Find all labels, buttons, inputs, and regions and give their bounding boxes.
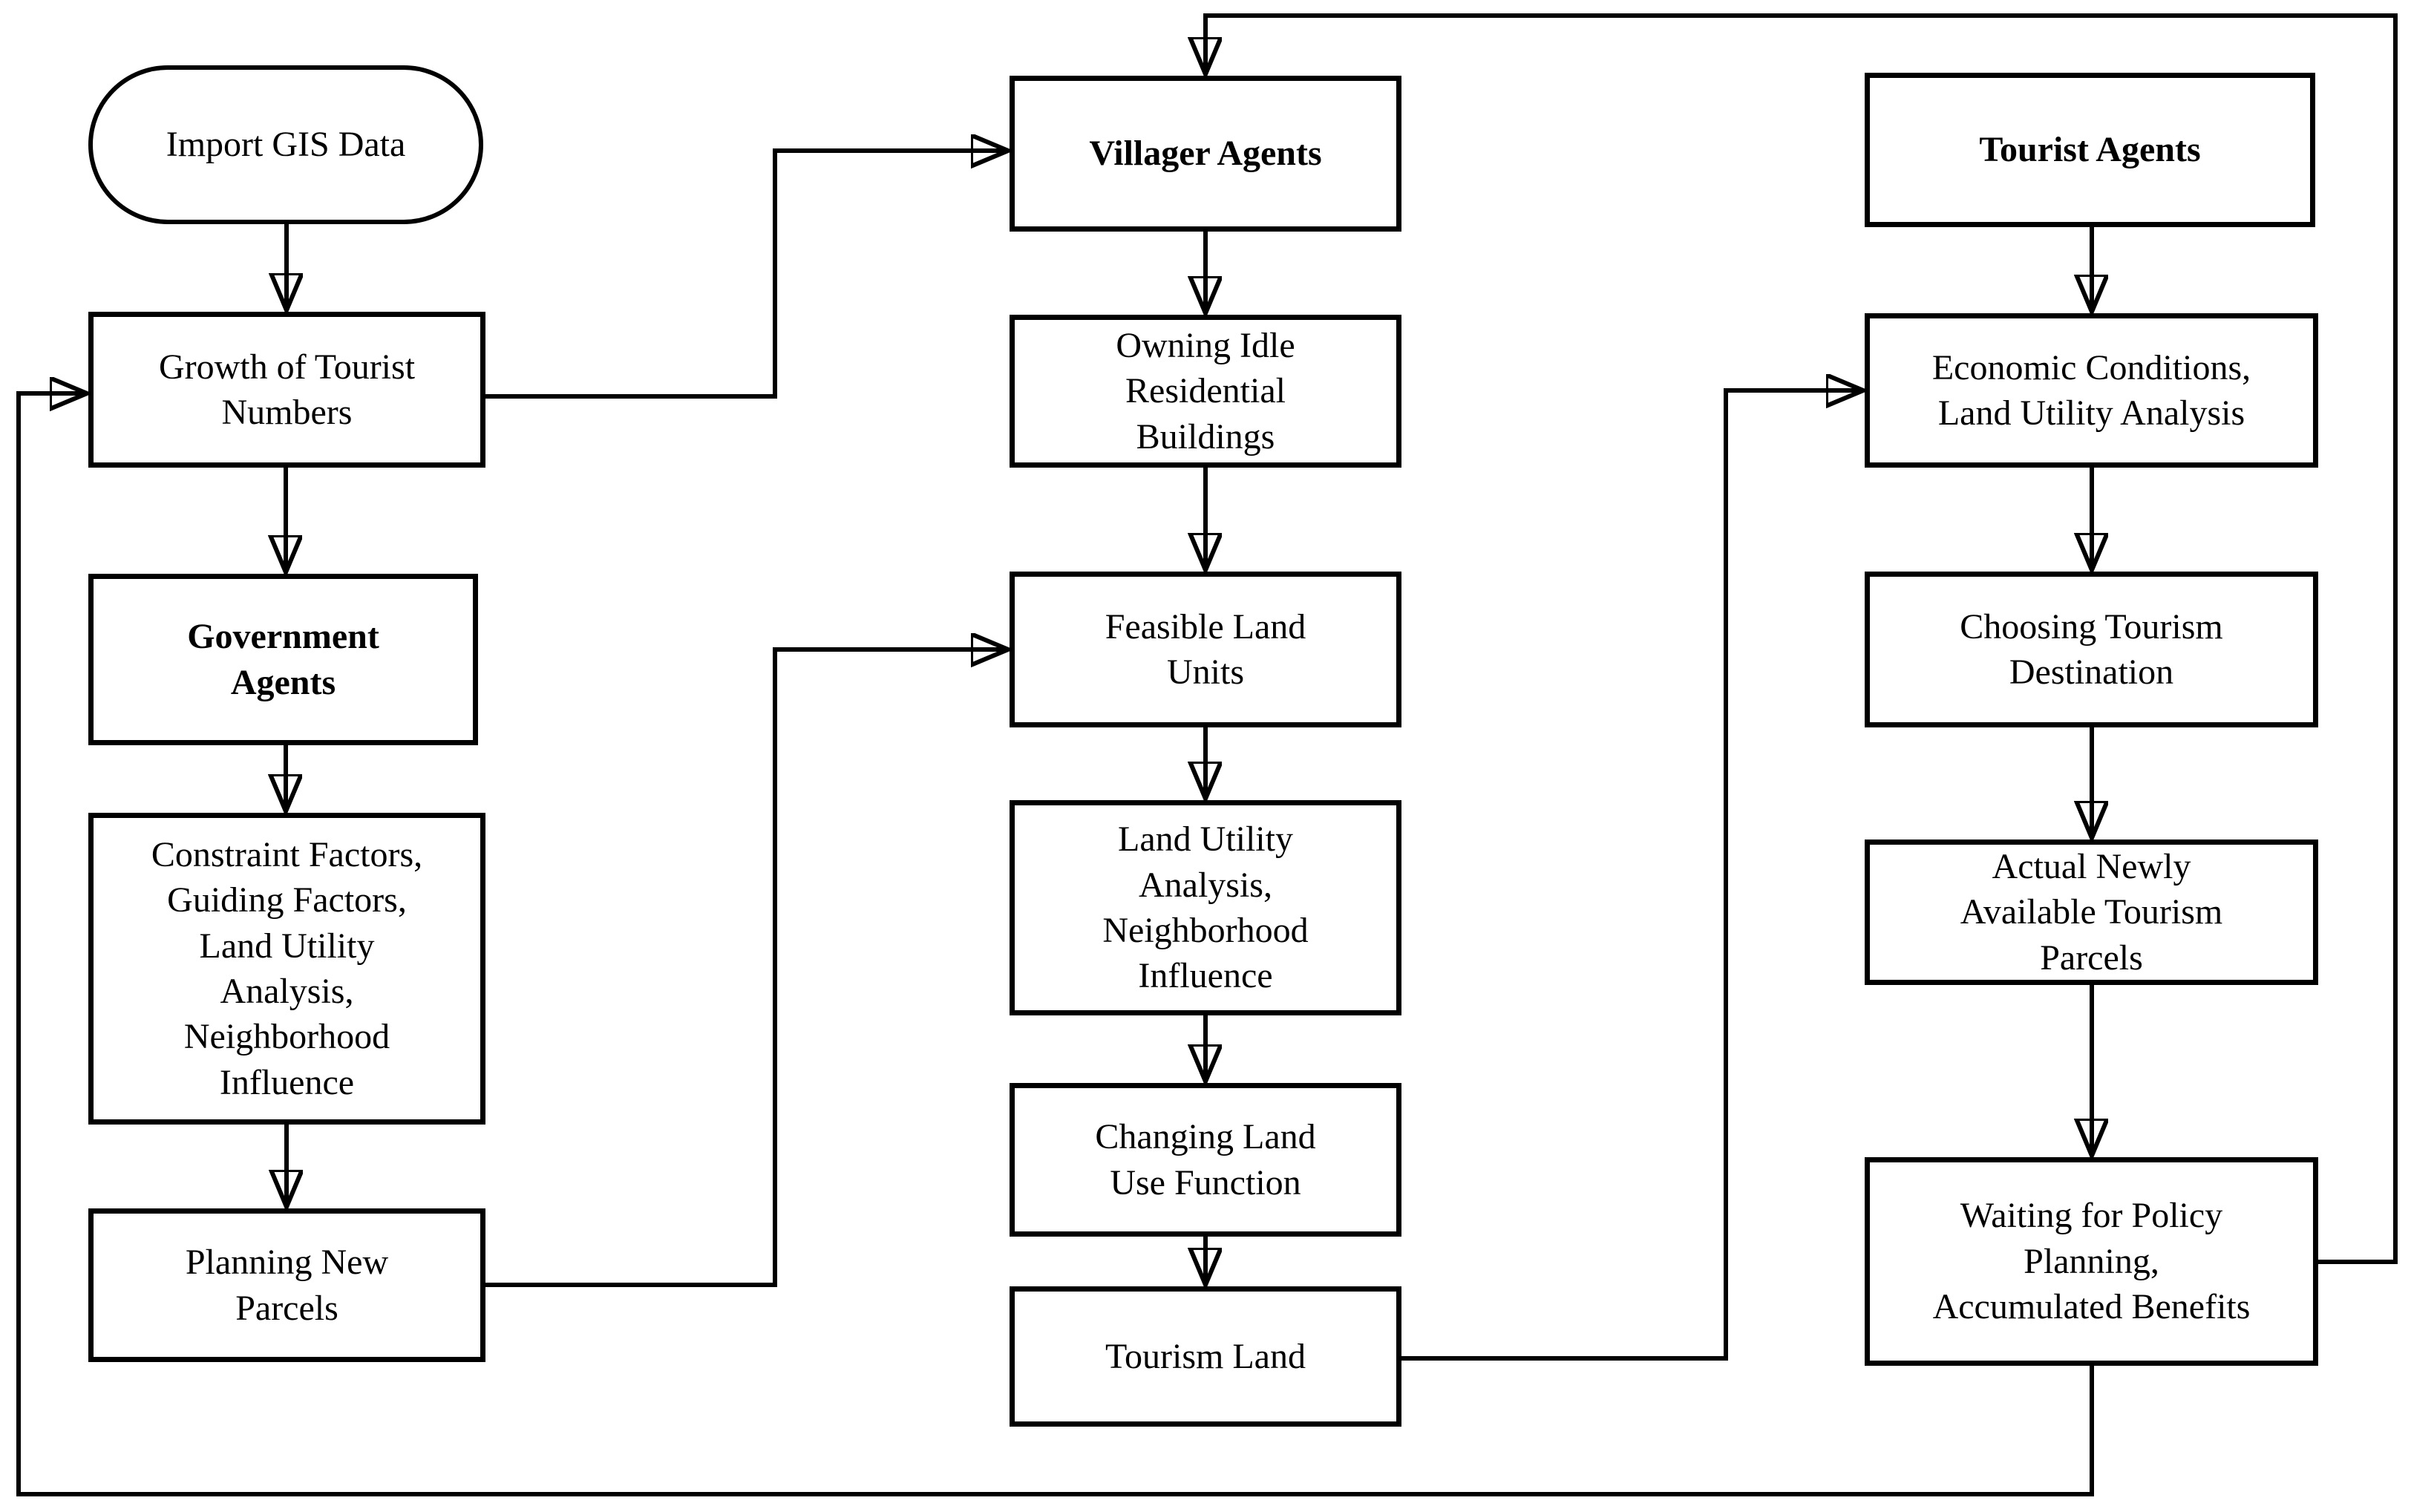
node-label: Tourism Land [1105,1336,1306,1376]
node-land-utility-analysis-neighborhood-influence: Land Utility Analysis, Neighborhood Infl… [1010,800,1401,1015]
node-import-gis-data: Import GIS Data [88,65,483,224]
edge-tourism-land-to-economic [1401,390,1863,1361]
node-label: Waiting for Policy Planning, Accumulated… [1932,1196,2251,1327]
node-constraint-factors: Constraint Factors, Guiding Factors, Lan… [88,813,485,1125]
node-label: Planning New Parcels [185,1243,389,1328]
node-label: Land Utility Analysis, Neighborhood Infl… [1102,819,1309,996]
node-label: Feasible Land Units [1105,606,1306,692]
node-label: Tourist Agents [1979,130,2201,170]
edge-waiting-to-growth-bottom-loop [16,393,2094,1496]
node-actual-newly-available-tourism-parcels: Actual Newly Available Tourism Parcels [1865,840,2318,985]
node-choosing-tourism-destination: Choosing Tourism Destination [1865,572,2318,727]
node-label: Economic Conditions, Land Utility Analys… [1931,347,2251,433]
node-label: Changing Land Use Function [1095,1117,1316,1202]
node-label: Constraint Factors, Guiding Factors, Lan… [151,834,423,1102]
node-owning-idle-residential-buildings: Owning Idle Residential Buildings [1010,315,1401,468]
node-growth-of-tourist-numbers: Growth of Tourist Numbers [88,312,485,468]
node-label: Government Agents [187,617,379,702]
node-label: Owning Idle Residential Buildings [1116,325,1295,456]
edge-waiting-to-villager-top-loop [1206,13,2398,1264]
node-label: Choosing Tourism Destination [1960,606,2223,692]
node-tourism-land: Tourism Land [1010,1286,1401,1427]
node-changing-land-use-function: Changing Land Use Function [1010,1083,1401,1237]
node-label: Actual Newly Available Tourism Parcels [1960,846,2223,978]
edge-growth-to-villager [485,151,1008,399]
node-planning-new-parcels: Planning New Parcels [88,1208,485,1362]
node-waiting-for-policy-planning-accumulated-benefits: Waiting for Policy Planning, Accumulated… [1865,1157,2318,1366]
node-label: Import GIS Data [166,125,406,165]
node-government-agents: Government Agents [88,574,478,745]
node-label: Growth of Tourist Numbers [158,347,416,432]
node-villager-agents: Villager Agents [1010,76,1401,232]
node-tourist-agents: Tourist Agents [1865,73,2315,227]
node-label: Villager Agents [1089,134,1322,174]
edge-planning-to-feasible [485,649,1008,1287]
node-economic-conditions-land-utility-analysis: Economic Conditions, Land Utility Analys… [1865,313,2318,468]
node-feasible-land-units: Feasible Land Units [1010,572,1401,727]
